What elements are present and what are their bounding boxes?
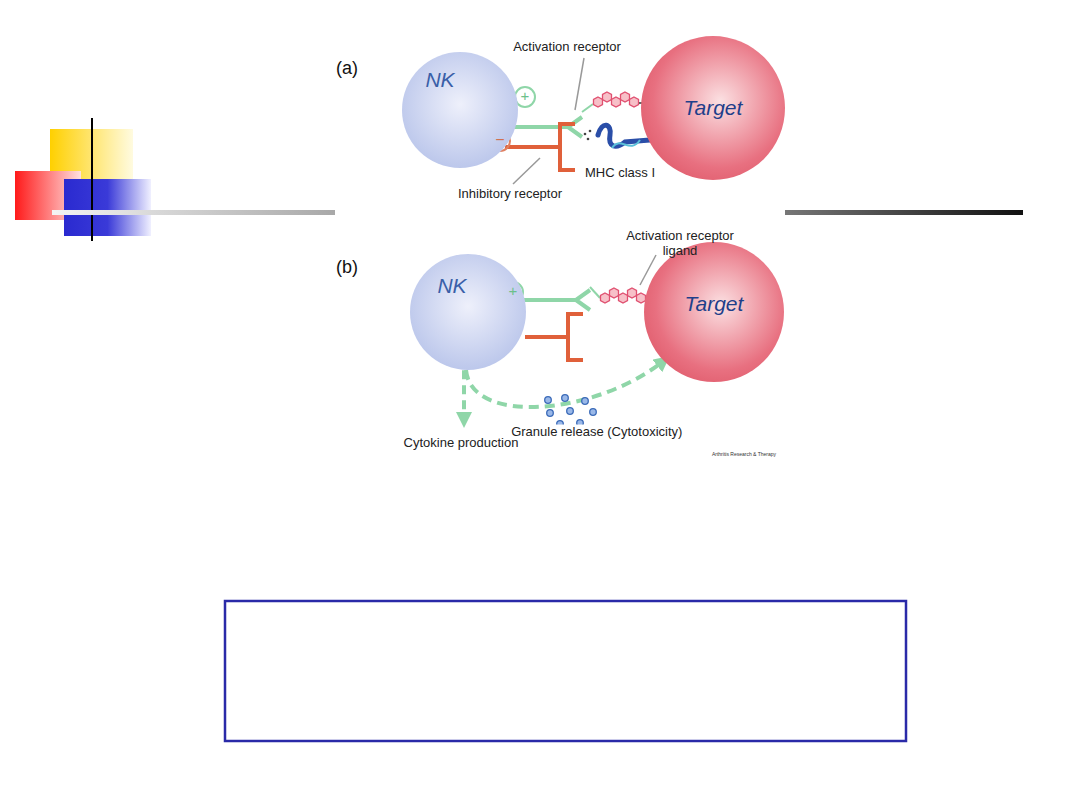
label: Arthritis Research & Therapy xyxy=(712,452,776,458)
cell-name: NK xyxy=(425,68,454,92)
nk-cell: NK xyxy=(402,52,518,168)
nk-cell: NK xyxy=(410,254,526,370)
label: Activation receptor xyxy=(513,40,621,55)
cell-name: NK xyxy=(437,274,466,298)
label: + xyxy=(509,282,518,299)
label: Inhibitory receptor xyxy=(458,187,562,202)
label: Cytokine production xyxy=(404,436,519,451)
label: (a) xyxy=(336,58,358,79)
granule-arrow xyxy=(466,361,664,407)
cell-name: Target xyxy=(684,96,743,120)
label: + xyxy=(521,87,530,104)
label: (b) xyxy=(336,257,358,278)
label: MHC class I xyxy=(585,166,655,181)
target-cell: Target xyxy=(641,36,785,180)
label: Activation receptor ligand xyxy=(625,229,735,259)
label: − xyxy=(495,131,504,149)
target-cell: Target xyxy=(644,242,784,382)
edge-label: Granule release (Cytotoxicity) xyxy=(509,425,684,440)
cell-name: Target xyxy=(685,292,744,316)
